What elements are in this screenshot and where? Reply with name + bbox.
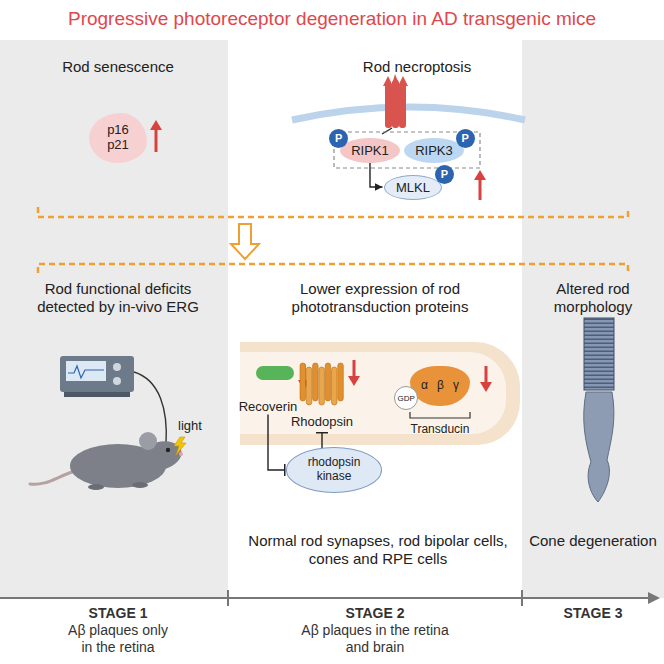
label: Rod necroptosis — [297, 58, 537, 76]
stage-bracket — [38, 264, 628, 273]
node-text: Recoverin — [239, 399, 298, 414]
node-text: β — [437, 378, 444, 392]
label: STAGE 1 — [48, 605, 188, 622]
node-text: p21 — [107, 138, 129, 153]
rod-cell — [584, 318, 614, 502]
node-text: α — [421, 378, 428, 392]
light-flash — [174, 437, 186, 455]
gdp-circle: GDP — [394, 386, 418, 410]
node-text: γ — [453, 378, 459, 392]
node-text: RIPK3 — [415, 143, 453, 158]
title: Progressive photoreceptor degeneration i… — [12, 8, 652, 31]
node-text: P — [462, 132, 469, 144]
stage1-panel — [0, 40, 228, 598]
label: Cone degeneration — [528, 532, 658, 550]
progression-arrow — [231, 224, 259, 259]
node-text: P — [335, 132, 342, 144]
label: Transducin — [395, 422, 485, 436]
mouse — [30, 432, 185, 490]
cell-membrane — [292, 107, 525, 120]
erg-device — [60, 356, 134, 397]
connector — [370, 163, 383, 188]
stage-bracket — [38, 207, 628, 217]
label: Lower expression of rod phototransductio… — [255, 280, 505, 316]
stage3-panel — [522, 40, 664, 598]
rod-outer-segment — [240, 342, 520, 445]
recoverin-shape — [256, 366, 294, 380]
node-text: MLKL — [396, 180, 430, 195]
death-receptor — [383, 74, 408, 128]
increase-arrow — [150, 120, 162, 152]
protein-ellipse: RIPK1P — [340, 138, 400, 163]
node-text: RIPK1 — [351, 143, 389, 158]
senescence-cell: p16p21 — [89, 113, 147, 163]
recoverin-protein: Recoverin — [237, 398, 300, 415]
node-text: Rhodopsin — [291, 414, 353, 429]
protein-ellipse: MLKLP — [384, 175, 442, 200]
kinase-ellipse: rhodopsin kinase — [286, 447, 382, 493]
transducin-protein: αβγGDP — [410, 366, 470, 406]
label: Rod functional deficits detected by in-v… — [16, 280, 221, 316]
connector — [268, 415, 285, 471]
phospho-circle: P — [456, 129, 475, 148]
label: Aβ plaques in the retina and brain — [300, 622, 450, 656]
label: Normal rod synapses, rod bipolar cells, … — [234, 532, 522, 568]
phospho-circle: P — [329, 129, 348, 148]
node-text: P — [441, 168, 448, 180]
time-axis — [0, 590, 660, 606]
label: Aβ plaques only in the retina — [63, 622, 173, 656]
node-text: rhodopsin kinase — [301, 456, 367, 484]
node-text: p16 — [107, 123, 129, 138]
rhodopsin-protein: Rhodopsin — [289, 413, 355, 430]
label: STAGE 2 — [305, 605, 445, 622]
label: Altered rod morphology — [533, 280, 653, 316]
label: Rod senescence — [18, 58, 218, 76]
signal-arrow — [382, 128, 392, 134]
increase-arrow — [474, 170, 486, 200]
transducin-bracket — [410, 412, 470, 418]
rhodopsin-helix — [299, 361, 345, 407]
label: STAGE 3 — [533, 605, 653, 622]
phospho-circle: P — [435, 165, 454, 184]
node-text: GDP — [397, 394, 414, 403]
label: light — [170, 418, 210, 434]
connector — [321, 433, 322, 448]
protein-ellipse: RIPK3P — [404, 138, 464, 163]
